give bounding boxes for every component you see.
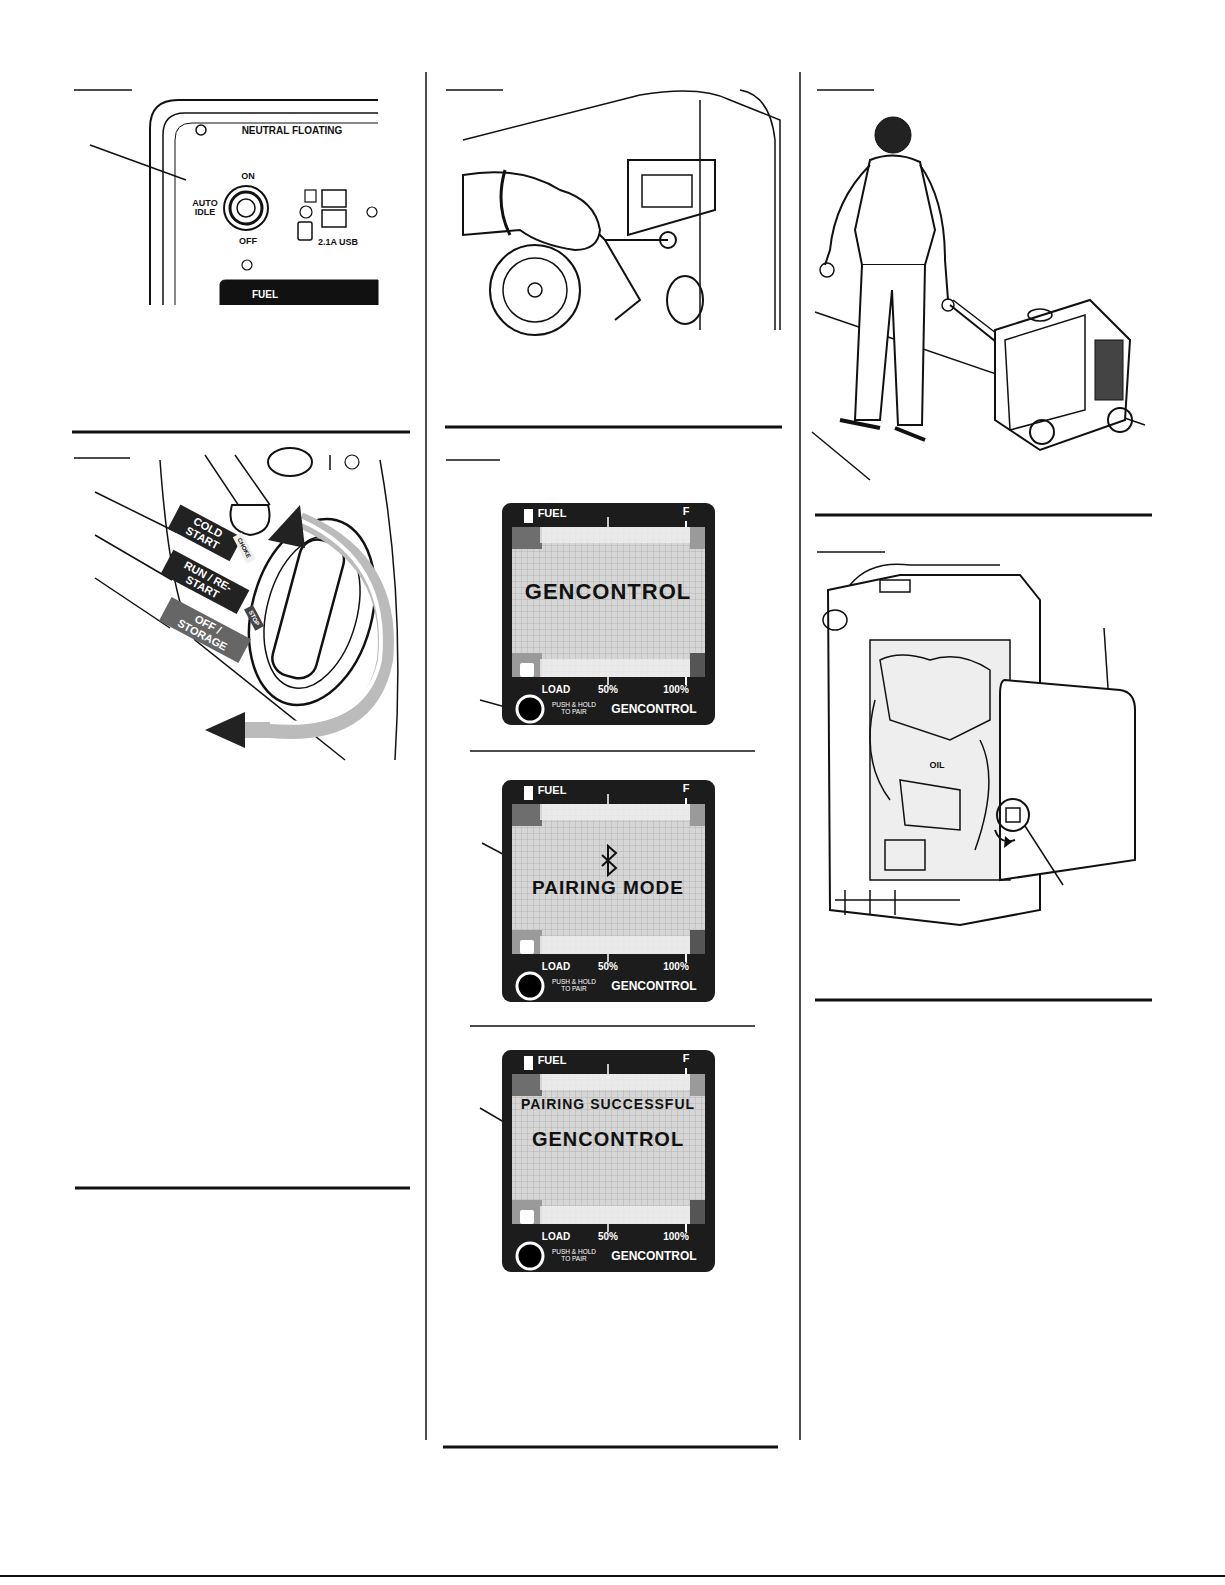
display-shape [540,804,690,820]
display-text: FUEL [538,1055,567,1067]
display-shape [502,1050,715,1272]
display-text: 100% [663,685,689,696]
display-shape [512,804,542,826]
display-shape [512,527,542,549]
display-shape [685,521,687,527]
display-shape [512,527,705,677]
display-text: PAIRING MODE [532,878,684,898]
display-shape [512,653,542,677]
display-shape [512,1074,542,1096]
switch-label: OFF [239,237,257,246]
display-text: F [683,506,690,518]
display-text: 100% [663,1232,689,1243]
display-text: PUSH & HOLD TO PAIR [550,979,598,993]
display-panel [502,503,715,725]
display-text: F [683,1053,690,1065]
display-text: 50% [598,1232,618,1243]
display-text: LOAD [542,685,570,696]
display-shape [502,503,715,725]
fuel-icon [524,509,533,523]
display-text: 50% [598,685,618,696]
display-shape [540,1074,690,1090]
display-shape [690,1200,705,1224]
display-shape [685,798,687,804]
display-shape [512,1200,542,1224]
switch-label: AUTO IDLE [190,199,220,218]
part-label: OIL [930,761,945,770]
display-shape [512,1074,705,1224]
display-shape [520,940,534,954]
display-panel [502,780,715,1002]
display-text: F [683,783,690,795]
display-shape [520,1210,534,1224]
display-shape [540,527,690,543]
bluetooth-symbol [602,846,616,875]
display-text: LOAD [542,1232,570,1243]
display-shape [520,663,534,677]
display-shape [690,653,705,677]
port-label: 2.1A USB [318,238,358,247]
display-shape [512,930,542,954]
display-shape [540,659,690,677]
display-shape [685,1068,687,1074]
display-text: FUEL [538,785,567,797]
display-shape [690,804,705,826]
display-panel [502,1050,715,1272]
display-shape [540,1206,690,1224]
display-shape [502,780,715,1002]
display-shape [607,517,609,527]
display-text: LOAD [542,962,570,973]
display-text: PUSH & HOLD TO PAIR [550,702,598,716]
pair-button [517,696,543,722]
switch-label: ON [241,172,255,181]
pair-button [517,1243,543,1269]
display-shape [607,1064,609,1074]
display-shape [512,804,705,954]
display-text: FUEL [538,508,567,520]
display-shape [690,1074,705,1096]
panel-text: NEUTRAL FLOATING [242,126,343,137]
display-text: GENCONTROL [611,980,696,993]
display-shape [607,794,609,804]
display-shape [540,936,690,954]
display-shape [690,930,705,954]
display-shape [690,527,705,549]
fuel-icon [524,786,533,800]
display-text: GENCONTROL [525,580,691,603]
display-text: PUSH & HOLD TO PAIR [550,1249,598,1263]
display-text: GENCONTROL [611,1250,696,1263]
display-text: 100% [663,962,689,973]
display-text: GENCONTROL [611,703,696,716]
display-text: 50% [598,962,618,973]
display-text: GENCONTROL [532,1129,684,1150]
fuel-icon [524,1056,533,1070]
display-text: PAIRING SUCCESSFUL [521,1097,695,1112]
pair-button [517,973,543,999]
gauge-label: FUEL [252,290,278,301]
